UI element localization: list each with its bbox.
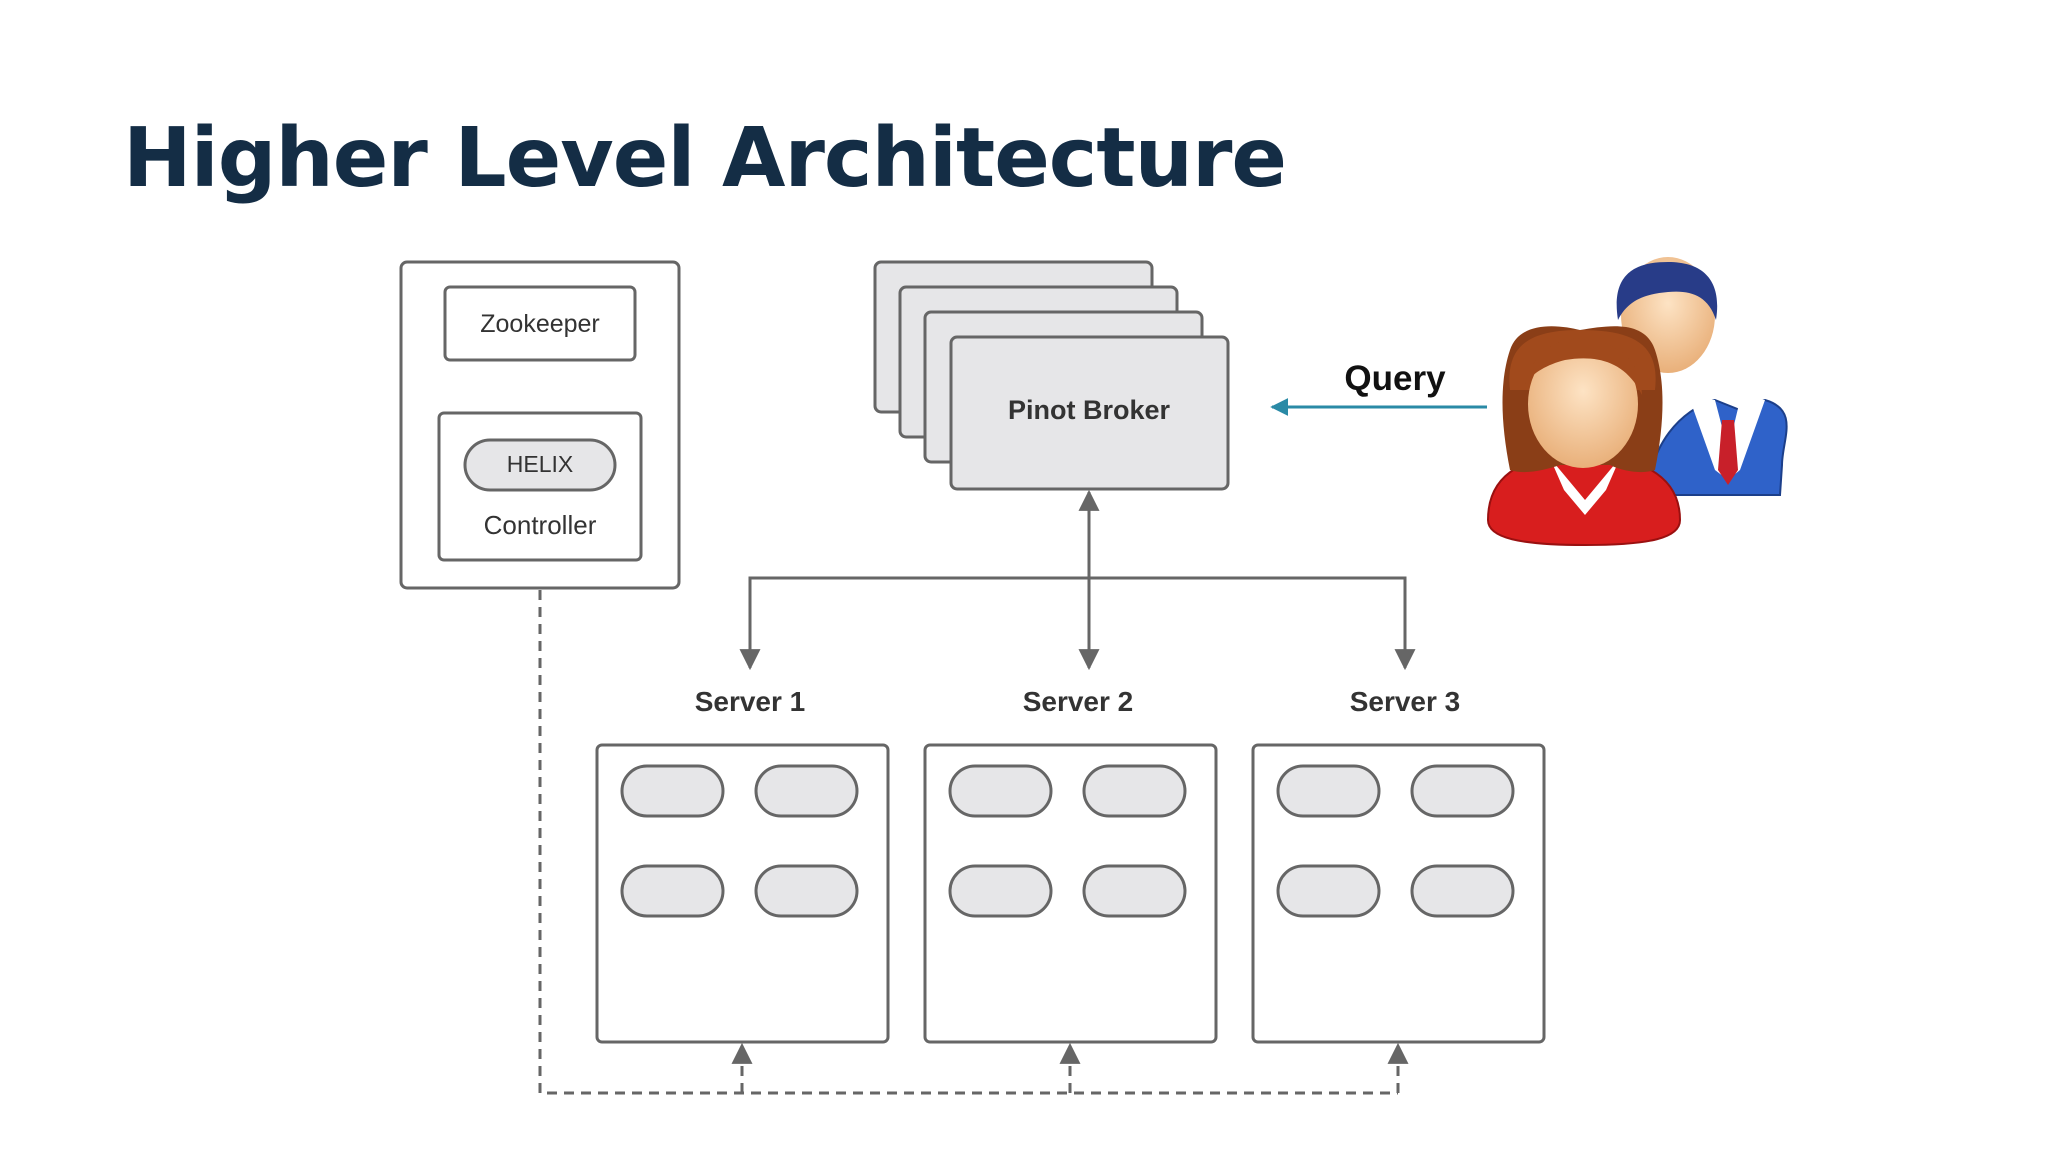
zookeeper-box bbox=[443, 285, 637, 362]
server-3-label: Server 3 bbox=[1350, 686, 1461, 717]
segment bbox=[1276, 764, 1381, 818]
helix-label: HELIX bbox=[507, 451, 573, 477]
zookeeper-label: Zookeeper bbox=[480, 310, 600, 338]
segment bbox=[948, 764, 1053, 818]
segment bbox=[754, 764, 859, 818]
pinot-broker-box bbox=[949, 335, 1230, 491]
query-label: Query bbox=[1344, 359, 1446, 398]
controller-group: Zookeeper HELIX Controller bbox=[399, 260, 681, 590]
users-icon bbox=[1486, 257, 1788, 547]
server-1-box bbox=[595, 743, 890, 1044]
server-2-box bbox=[923, 743, 1218, 1044]
page-title: Higher Level Architecture bbox=[123, 111, 1287, 206]
helix-pill bbox=[463, 438, 617, 492]
segment bbox=[1276, 864, 1381, 918]
pinot-broker-label: Pinot Broker bbox=[1008, 395, 1171, 425]
segment bbox=[948, 864, 1053, 918]
broker-stack: Pinot Broker bbox=[873, 260, 1230, 491]
segment bbox=[1410, 764, 1515, 818]
segment bbox=[620, 764, 725, 818]
controller-label: Controller bbox=[484, 510, 597, 540]
server-2-label: Server 2 bbox=[1023, 686, 1134, 717]
segment bbox=[620, 864, 725, 918]
server-3-box bbox=[1251, 743, 1546, 1044]
segment bbox=[754, 864, 859, 918]
segment bbox=[1410, 864, 1515, 918]
server-1-label: Server 1 bbox=[695, 686, 806, 717]
controller-dashed-links bbox=[538, 590, 1409, 1095]
segment bbox=[1082, 864, 1187, 918]
segment bbox=[1082, 764, 1187, 818]
